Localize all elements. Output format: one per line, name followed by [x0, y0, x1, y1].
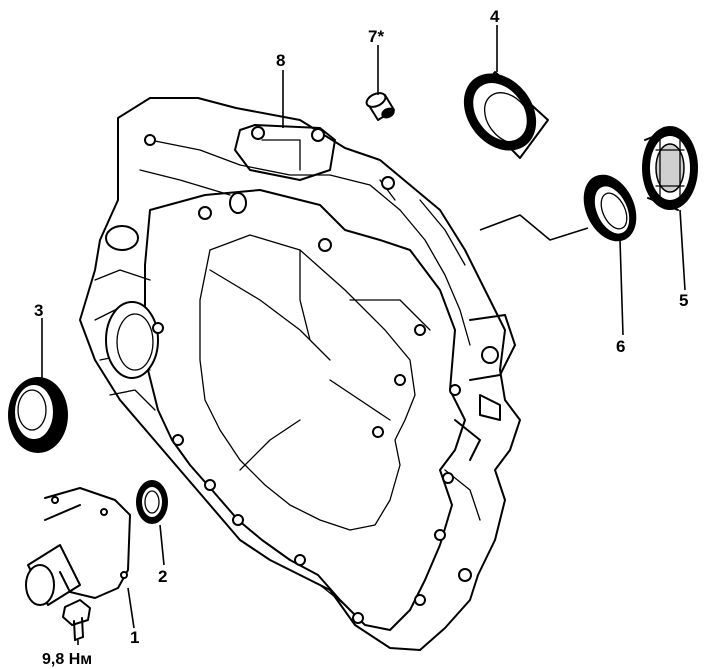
retainer-bolt	[62, 599, 91, 641]
leader-lines	[41, 25, 686, 645]
part-2-oil-seal	[136, 480, 168, 524]
bracket-bolt-hole	[481, 346, 499, 364]
callout-labels: 3 4 5 6 7* 8 2 1 9,8 Нм	[34, 7, 688, 668]
label-part-5: 5	[679, 291, 688, 310]
transmission-housing	[79, 97, 521, 651]
label-part-8: 8	[276, 51, 285, 70]
label-part-3: 3	[34, 301, 43, 320]
label-part-1: 1	[130, 628, 139, 647]
label-part-7: 7*	[368, 27, 384, 46]
label-part-2: 2	[158, 567, 167, 586]
part-6-seal	[583, 174, 637, 242]
label-torque: 9,8 Нм	[42, 651, 92, 668]
part-1-bearing-retainer	[25, 487, 131, 606]
label-part-6: 6	[616, 337, 625, 356]
flange-bolt-holes	[144, 134, 472, 624]
part-7-bushing	[365, 92, 395, 121]
part-4-bearing-race	[463, 71, 549, 159]
part-5-roller-bearing	[642, 126, 698, 211]
part-3-oil-seal	[8, 377, 68, 453]
shaft-boss-left	[105, 301, 159, 379]
filler-plug	[105, 225, 139, 251]
label-part-4: 4	[490, 7, 500, 26]
